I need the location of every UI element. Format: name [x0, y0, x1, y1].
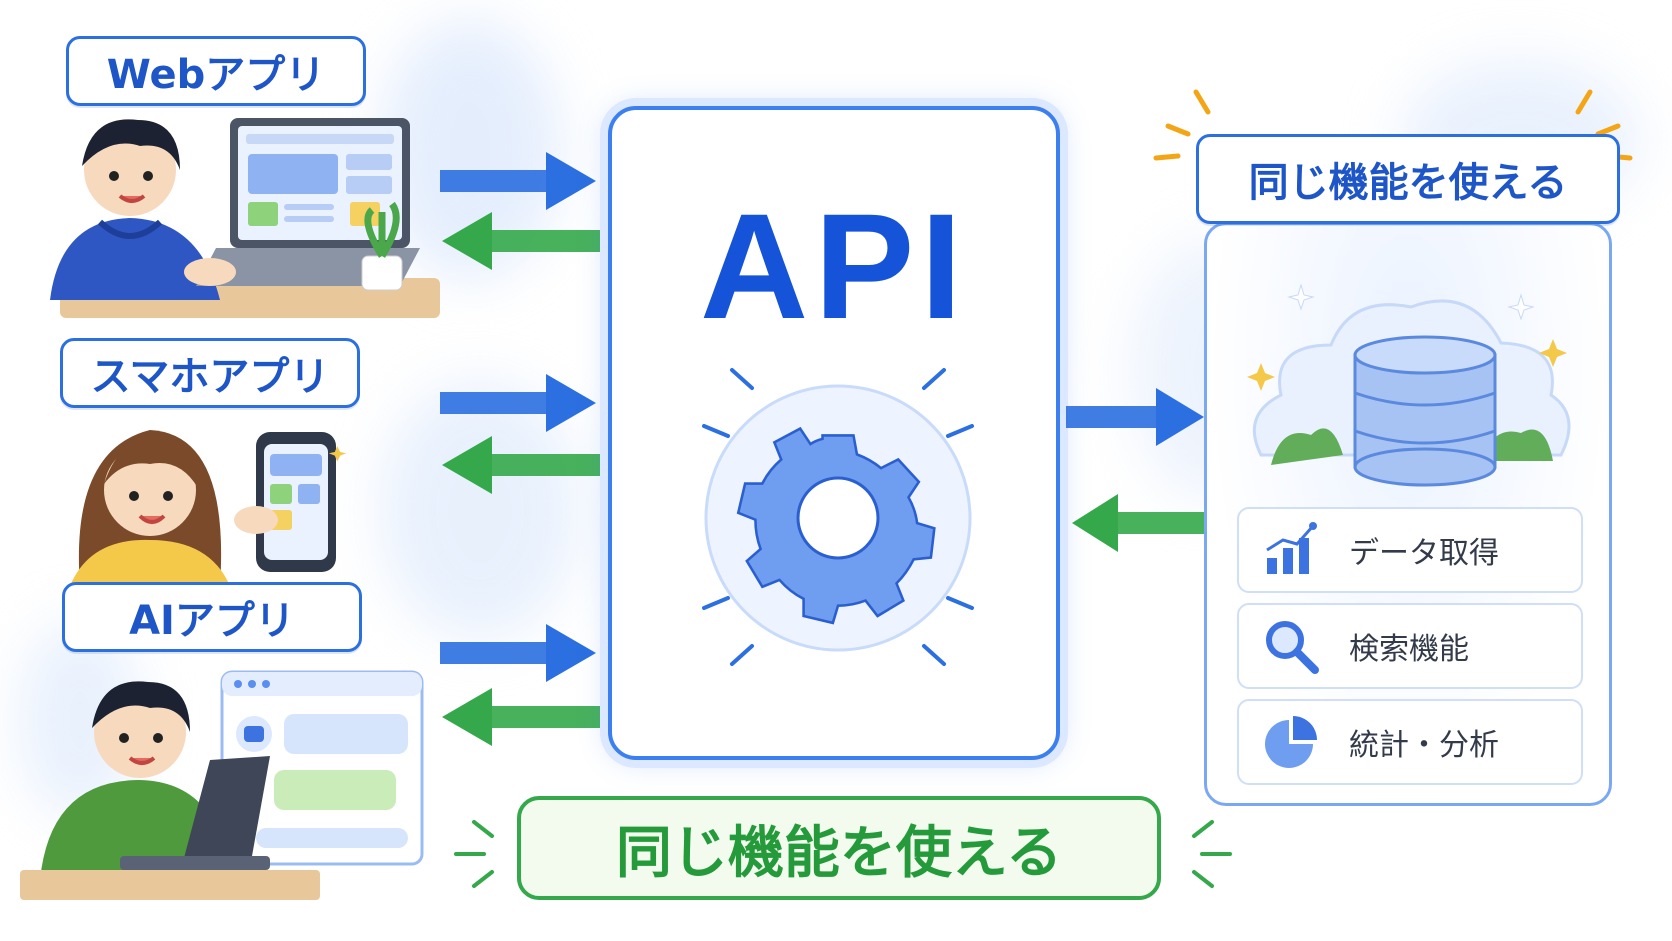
client-label-web: Webアプリ	[66, 36, 366, 106]
request-arrow-smartphone	[440, 374, 596, 432]
request-arrow-server	[1066, 388, 1204, 446]
response-arrow-server	[1072, 494, 1204, 552]
feature-item-statistics: 統計・分析	[1237, 699, 1583, 785]
feature-label: 統計・分析	[1349, 728, 1499, 763]
api-card: API	[608, 106, 1060, 760]
server-heading: 同じ機能を使える	[1196, 134, 1620, 224]
request-arrow-ai	[440, 624, 596, 682]
response-arrow-smartphone	[442, 436, 610, 494]
feature-item-search: 検索機能	[1237, 603, 1583, 689]
pie-chart-icon	[1265, 716, 1317, 768]
response-arrow-web	[442, 212, 610, 270]
server-panel: データ取得 検索機能 統計・分析	[1204, 222, 1612, 806]
web-app-illustration	[50, 118, 440, 318]
api-title: API	[699, 182, 969, 350]
response-arrow-ai	[442, 688, 610, 746]
magnifier-icon	[1266, 621, 1319, 674]
bottom-banner: 同じ機能を使える	[517, 796, 1161, 900]
database-icon	[1247, 283, 1571, 487]
bar-chart-icon	[1266, 522, 1317, 574]
client-label-ai: AIアプリ	[62, 582, 362, 652]
smartphone-app-illustration	[70, 430, 347, 586]
client-label-smartphone: スマホアプリ	[60, 338, 360, 408]
sparkle-burst-icon	[454, 820, 1232, 888]
feature-item-data-fetch: データ取得	[1237, 507, 1583, 593]
ai-app-illustration	[20, 670, 424, 900]
request-arrow-web	[440, 152, 596, 210]
feature-label: データ取得	[1349, 536, 1499, 571]
gear-icon	[702, 368, 974, 666]
feature-label: 検索機能	[1349, 632, 1469, 667]
